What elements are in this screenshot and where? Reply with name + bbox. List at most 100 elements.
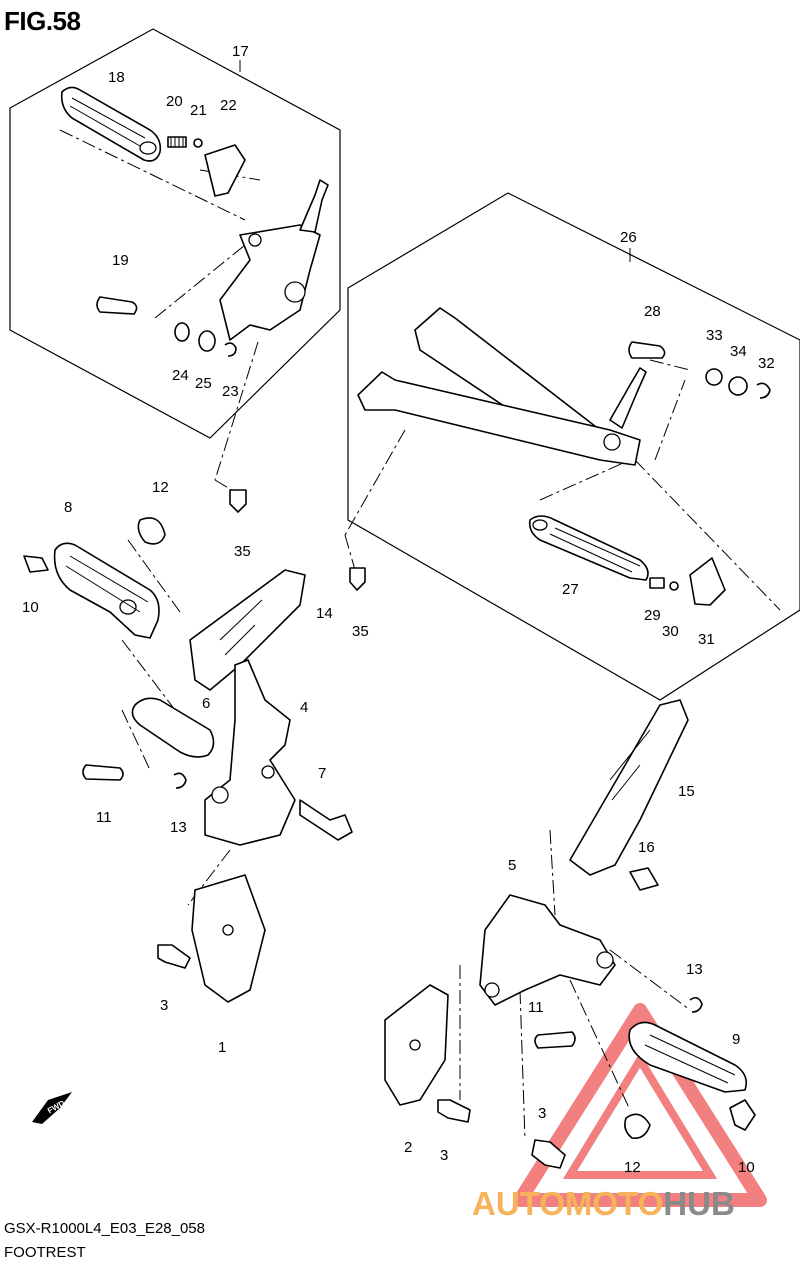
callout-13b: 13 [686, 961, 703, 978]
section-name: FOOTREST [4, 1244, 86, 1261]
watermark-triangle-inner [562, 1052, 718, 1179]
part-10a-cap [23, 555, 49, 573]
bracket-5-hole-2 [596, 951, 614, 969]
callout-7: 7 [318, 765, 326, 782]
callout-4: 4 [300, 699, 308, 716]
callout-34: 34 [730, 343, 747, 360]
callout-29: 29 [644, 607, 661, 624]
plate-2-hole [409, 1039, 421, 1051]
callout-28: 28 [644, 303, 661, 320]
part-26-hook [609, 367, 647, 429]
bracket-5-hole [484, 982, 500, 998]
callout-19: 19 [112, 252, 129, 269]
assembly-box-26 [347, 192, 800, 701]
callout-35b: 35 [352, 623, 369, 640]
part-6-pivot [131, 697, 215, 758]
part-8-footpeg [53, 542, 160, 639]
callout-1: 1 [218, 1039, 226, 1056]
part-17-hook [299, 179, 329, 233]
part-26-bracket-arm-lower [357, 371, 641, 466]
callout-10b: 10 [738, 1159, 755, 1176]
part-18-footpeg [60, 86, 162, 162]
part-15-heel-plate [569, 699, 689, 876]
watermark-text: AUTOMOTOHUB [472, 1185, 735, 1222]
callout-31: 31 [698, 631, 715, 648]
part-35b-bolt [349, 567, 366, 591]
callout-26: 26 [620, 229, 637, 246]
bracket-4-hole [211, 786, 229, 804]
part-21-ball [193, 138, 203, 148]
watermark-text-part1: AUTOMOTO [472, 1185, 663, 1222]
callout-13a: 13 [170, 819, 187, 836]
callout-3a: 3 [160, 997, 168, 1014]
heel-plate-15-cutout [609, 729, 651, 801]
callout-9: 9 [732, 1031, 740, 1048]
callout-25: 25 [195, 375, 212, 392]
callout-23: 23 [222, 383, 239, 400]
callout-15: 15 [678, 783, 695, 800]
callout-17: 17 [232, 43, 249, 60]
part-12a-spring [137, 517, 166, 545]
part-3a-bolt [157, 944, 191, 969]
assembly-box-17 [9, 28, 341, 439]
callout-33: 33 [706, 327, 723, 344]
part-4-bracket [204, 659, 296, 846]
part-35a-bolt [229, 489, 247, 513]
part-9-footpeg [628, 1021, 748, 1093]
bracket-26-hole [603, 433, 621, 451]
watermark-text-part2: HUB [663, 1185, 735, 1222]
part-12b-spring [624, 1113, 651, 1140]
part-16-bolt [629, 867, 659, 891]
part-33-washer [705, 368, 723, 386]
callout-2: 2 [404, 1139, 412, 1156]
callout-22: 22 [220, 97, 237, 114]
callout-30: 30 [662, 623, 679, 640]
watermark-logo [513, 1003, 767, 1207]
part-5-bracket [479, 894, 616, 1006]
callout-27: 27 [562, 581, 579, 598]
part-17-bracket [219, 224, 321, 341]
heel-plate-14-cutout [219, 599, 263, 656]
part-27-footpeg [528, 515, 649, 581]
callout-12a: 12 [152, 479, 169, 496]
part-20-spring [167, 136, 187, 148]
callout-20: 20 [166, 93, 183, 110]
watermark-triangle [513, 1003, 767, 1207]
callout-21: 21 [190, 102, 207, 119]
model-code: GSX-R1000L4_E03_E28_058 [4, 1220, 205, 1237]
callout-8: 8 [64, 499, 72, 516]
callout-3b: 3 [538, 1105, 546, 1122]
part-3b-bolt [437, 1099, 471, 1123]
callout-11a: 11 [96, 809, 112, 826]
callout-14: 14 [316, 605, 333, 622]
callout-18: 18 [108, 69, 125, 86]
leader-lines [59, 60, 781, 1141]
callout-5: 5 [508, 857, 516, 874]
part-34-washer [728, 376, 748, 396]
bracket-hole [248, 233, 262, 247]
callout-12b: 12 [624, 1159, 641, 1176]
part-25-washer [198, 330, 216, 352]
part-3c-bolt [531, 1139, 566, 1169]
part-24-washer [174, 322, 190, 342]
callout-35a: 35 [234, 543, 251, 560]
part-32-clip [756, 382, 771, 399]
part-11b-pin [534, 1031, 576, 1049]
plate-1-hole [222, 924, 234, 936]
part-23-clip [224, 342, 237, 357]
part-28-pin [628, 341, 666, 359]
callout-24: 24 [172, 367, 189, 384]
part-1-plate [191, 874, 266, 1003]
part-13a-clip [173, 772, 187, 789]
bracket-hole-2 [284, 281, 306, 303]
part-22-plate [204, 144, 246, 197]
callout-labels: 17 18 20 21 22 19 24 25 23 26 28 33 34 3… [22, 43, 775, 1176]
callout-32: 32 [758, 355, 775, 372]
part-14-heel-plate [189, 569, 306, 691]
callout-11b: 11 [528, 999, 544, 1016]
callout-3c: 3 [440, 1147, 448, 1164]
fwd-arrow-icon: FWD [32, 1092, 72, 1124]
callout-6: 6 [202, 695, 210, 712]
figure-title: FIG.58 [4, 6, 81, 36]
